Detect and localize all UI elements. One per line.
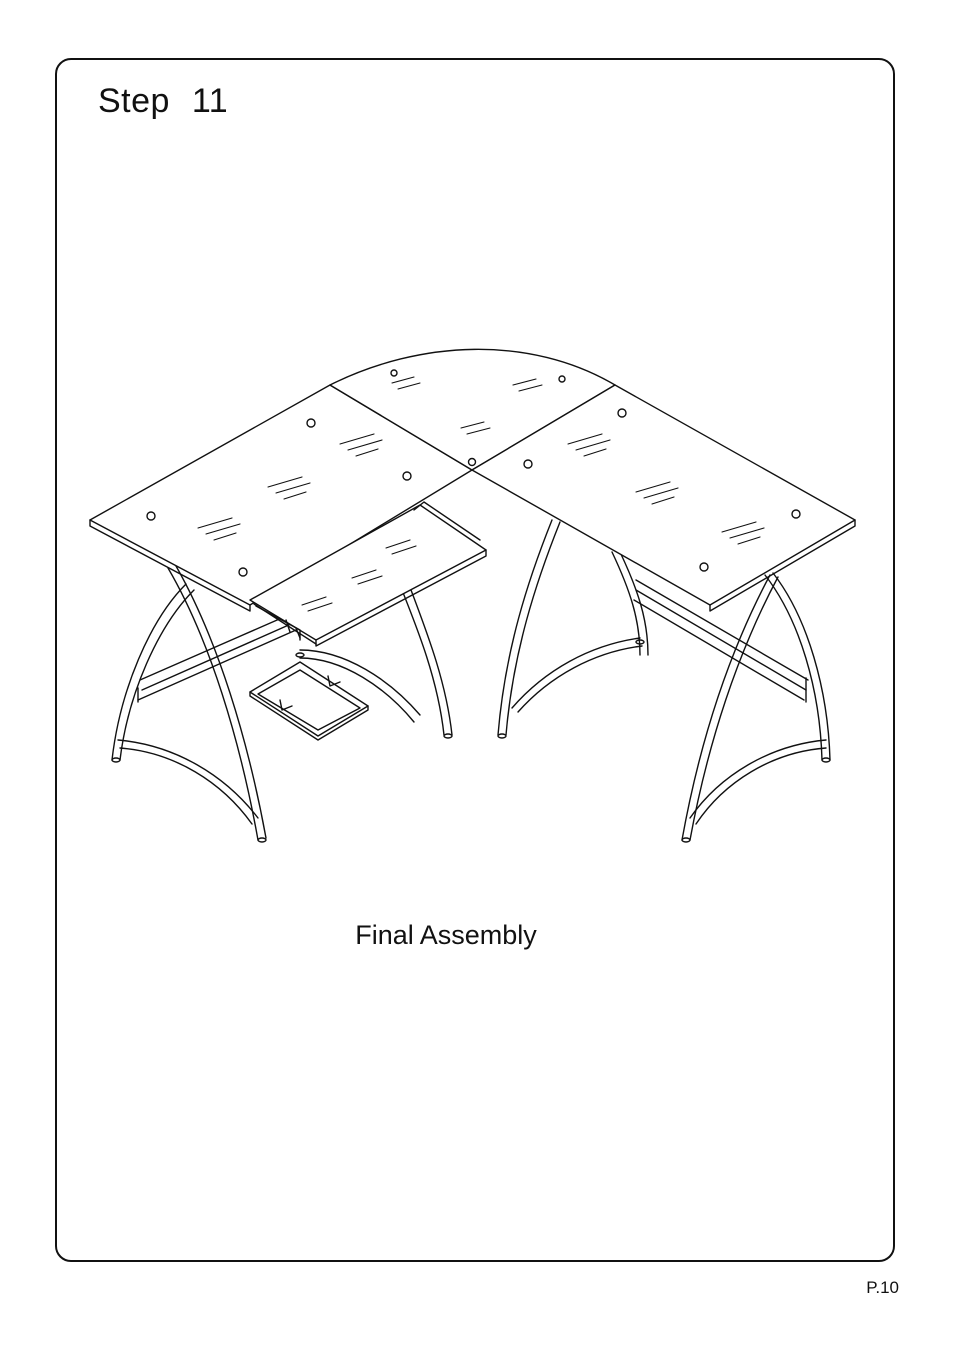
page-number: P.10: [866, 1278, 899, 1298]
glass-desktop: [90, 349, 855, 611]
cpu-stand: [250, 662, 368, 740]
caption: Final Assembly: [0, 920, 892, 951]
